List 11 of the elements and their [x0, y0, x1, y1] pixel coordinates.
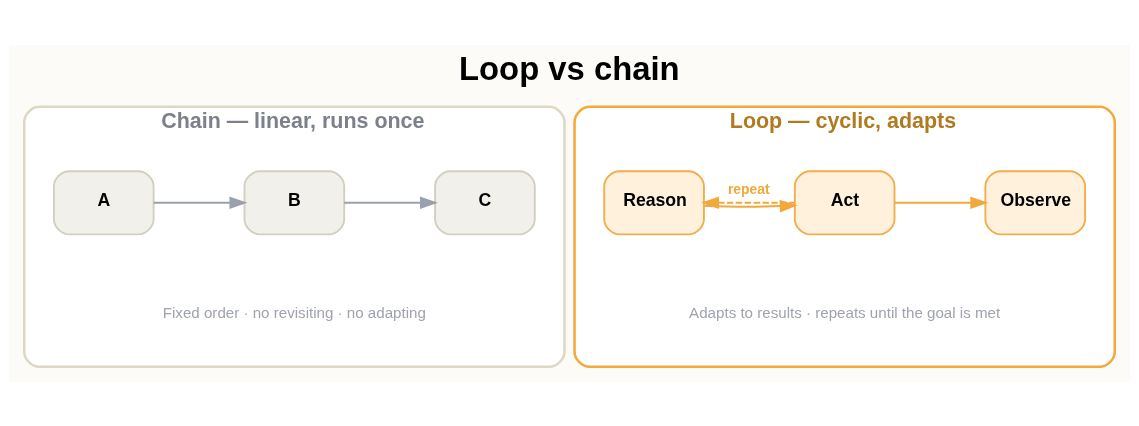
node-box: B: [243, 169, 346, 235]
diagram-title: Loop vs chain: [459, 49, 680, 87]
arrow: [153, 196, 248, 209]
node-box: C: [434, 169, 536, 235]
node-box: Reason: [603, 169, 705, 235]
edge-label: repeat: [727, 180, 770, 197]
node-box: Act: [793, 169, 896, 235]
node-box: Observe: [984, 169, 1087, 235]
node-box: A: [52, 169, 155, 235]
arrow: [344, 196, 438, 209]
arrow: [894, 196, 989, 209]
